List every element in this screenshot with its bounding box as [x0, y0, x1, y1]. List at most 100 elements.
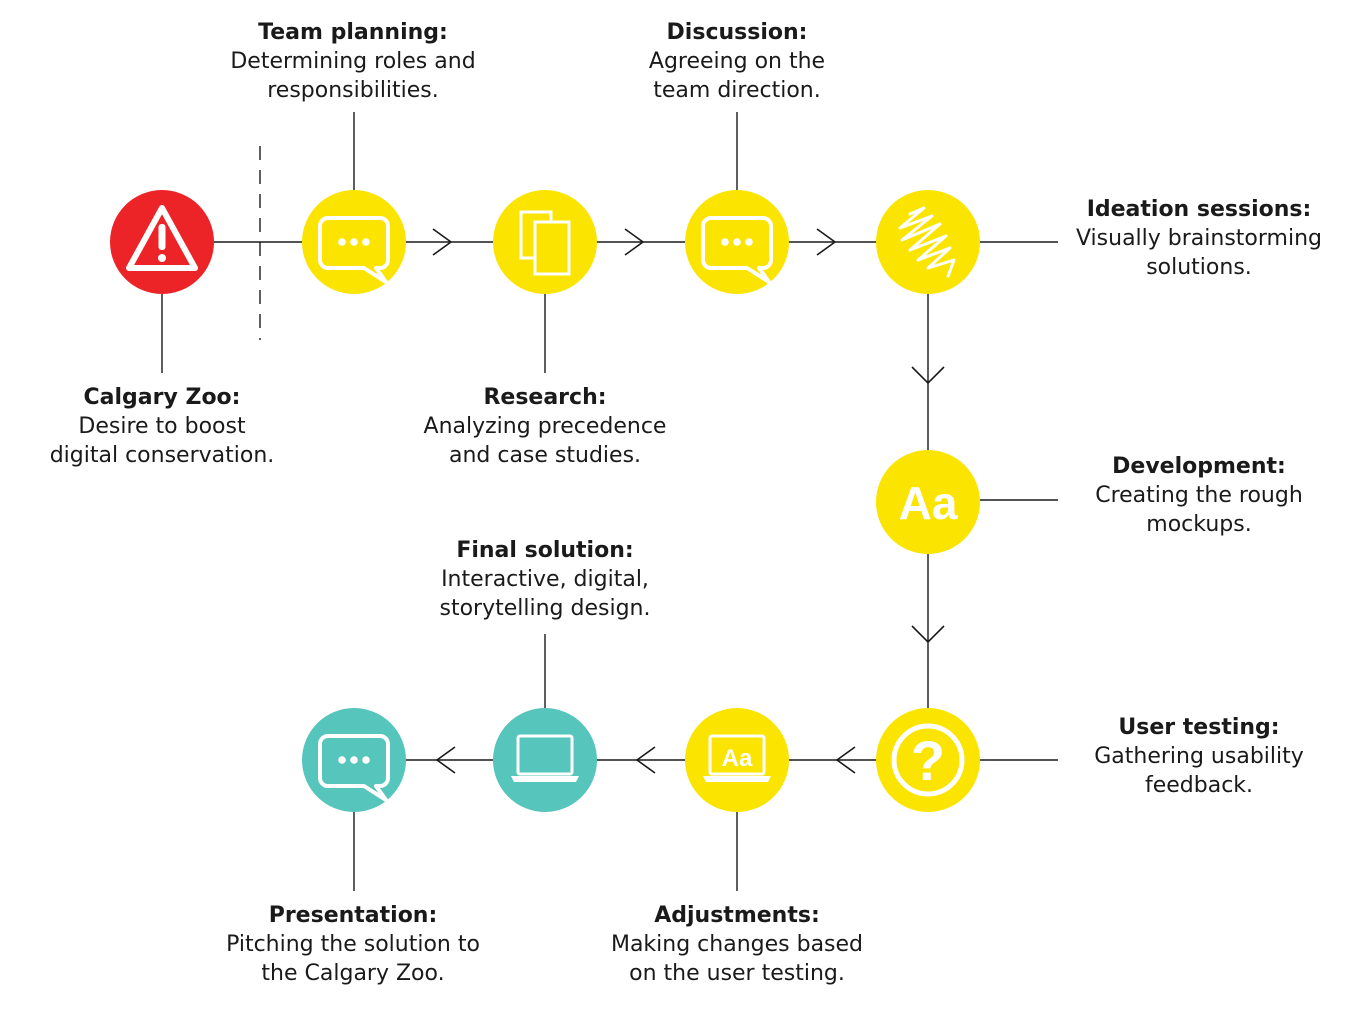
arrow-left-3 [435, 746, 456, 774]
label-ideation-line-2: solutions. [1146, 255, 1252, 280]
label-development-line-1: Creating the rough [1095, 483, 1303, 508]
label-presentation-line-1: Pitching the solution to [226, 932, 480, 957]
flow-arrows [432, 228, 945, 774]
question-glyph: ? [911, 729, 945, 792]
arrow-left-2 [635, 746, 656, 774]
arrow-right-1 [432, 228, 453, 256]
label-presentation-line-2: the Calgary Zoo. [261, 961, 445, 986]
arrow-right-2 [624, 228, 645, 256]
label-final: Final solution: Interactive, digital, st… [405, 536, 685, 623]
bubble-dot-1 [721, 238, 729, 246]
question-icon: ? [891, 723, 965, 797]
documents-icon [519, 210, 571, 276]
label-calgary: Calgary Zoo: Desire to boost digital con… [32, 383, 292, 470]
arrow-left-1 [835, 746, 856, 774]
warning-bar [158, 224, 166, 250]
node-research [493, 190, 597, 294]
arrow-right-3 [816, 228, 837, 256]
laptop-base [511, 776, 579, 782]
bubble-dot-2 [733, 238, 741, 246]
node-development: Aa [876, 450, 980, 554]
node-development-circle [876, 450, 980, 554]
laptop-icon [511, 734, 579, 782]
label-development-title: Development: [1112, 454, 1286, 479]
laptop-typography-glyph: Aa [722, 745, 753, 772]
typography-icon: Aa [899, 477, 958, 529]
label-discussion-line-1: Agreeing on the [648, 49, 826, 74]
label-adjustments-line-2: on the user testing. [629, 961, 845, 986]
bubble-outline [701, 216, 773, 284]
node-calgary [110, 190, 214, 294]
laptop-typography-icon: Aa [703, 734, 771, 782]
speech-bubble-icon [701, 216, 773, 284]
bubble-dot-1 [338, 238, 346, 246]
label-adjustments: Adjustments: Making changes based on the… [587, 901, 887, 988]
label-adjustments-title: Adjustments: [654, 903, 820, 928]
label-calgary-line-1: Desire to boost [78, 414, 246, 439]
label-research-title: Research: [483, 385, 607, 410]
connector-lines [161, 112, 1058, 891]
label-discussion-title: Discussion: [666, 20, 808, 45]
label-research: Research: Analyzing precedence and case … [395, 383, 695, 470]
label-presentation: Presentation: Pitching the solution to t… [203, 901, 503, 988]
bubble-dot-3 [362, 756, 370, 764]
label-ideation-line-1: Visually brainstorming [1075, 226, 1322, 251]
node-adjustments-circle [685, 708, 789, 812]
node-final-circle [493, 708, 597, 812]
label-development: Development: Creating the rough mockups. [1069, 452, 1329, 539]
label-ideation-title: Ideation sessions: [1086, 197, 1312, 222]
label-final-title: Final solution: [456, 538, 634, 563]
document-front [533, 220, 571, 276]
bubble-dot-3 [362, 238, 370, 246]
label-team: Team planning: Determining roles and res… [203, 18, 503, 105]
label-final-line-1: Interactive, digital, [441, 567, 649, 592]
warning-triangle [126, 205, 198, 271]
node-testing: ? [876, 708, 980, 812]
label-testing-title: User testing: [1118, 715, 1280, 740]
label-testing-line-1: Gathering usability [1094, 744, 1304, 769]
bubble-outline [318, 216, 390, 284]
node-final [493, 708, 597, 812]
label-team-line-2: responsibilities. [267, 78, 439, 103]
node-presentation [302, 708, 406, 812]
scribble-icon [898, 206, 956, 278]
laptop-screen [708, 734, 766, 776]
warning-icon [126, 205, 198, 271]
label-discussion-line-2: team direction. [653, 78, 821, 103]
arrow-down-1 [911, 366, 945, 385]
label-final-line-2: storytelling design. [439, 596, 651, 621]
node-discussion [685, 190, 789, 294]
node-testing-circle [876, 708, 980, 812]
warning-dot [158, 254, 166, 262]
label-calgary-line-2: digital conservation. [49, 443, 275, 468]
question-ring [891, 723, 965, 797]
label-team-title: Team planning: [258, 20, 448, 45]
step-nodes: Aa? Aa [110, 190, 980, 812]
label-calgary-title: Calgary Zoo: [83, 385, 241, 410]
bubble-dot-2 [350, 238, 358, 246]
speech-bubble-icon [318, 734, 390, 802]
arrow-down-2 [911, 625, 945, 644]
label-adjustments-line-1: Making changes based [610, 932, 864, 957]
typography-glyph: Aa [899, 477, 958, 529]
speech-bubble-icon [318, 216, 390, 284]
node-adjustments: Aa [685, 708, 789, 812]
label-team-line-1: Determining roles and [230, 49, 476, 74]
label-ideation: Ideation sessions: Visually brainstormin… [1064, 195, 1334, 282]
scribble-stroke [898, 206, 956, 278]
bubble-outline [318, 734, 390, 802]
label-development-line-2: mockups. [1146, 512, 1252, 537]
laptop-screen [516, 734, 574, 776]
laptop-base [703, 776, 771, 782]
label-discussion: Discussion: Agreeing on the team directi… [607, 18, 867, 105]
bubble-dot-3 [745, 238, 753, 246]
bubble-dot-1 [338, 756, 346, 764]
bubble-dot-2 [350, 756, 358, 764]
label-research-line-2: and case studies. [448, 443, 642, 468]
node-team [302, 190, 406, 294]
node-ideation [876, 190, 980, 294]
label-testing-line-2: feedback. [1144, 773, 1254, 798]
label-testing: User testing: Gathering usability feedba… [1069, 713, 1329, 800]
label-presentation-title: Presentation: [268, 903, 438, 928]
